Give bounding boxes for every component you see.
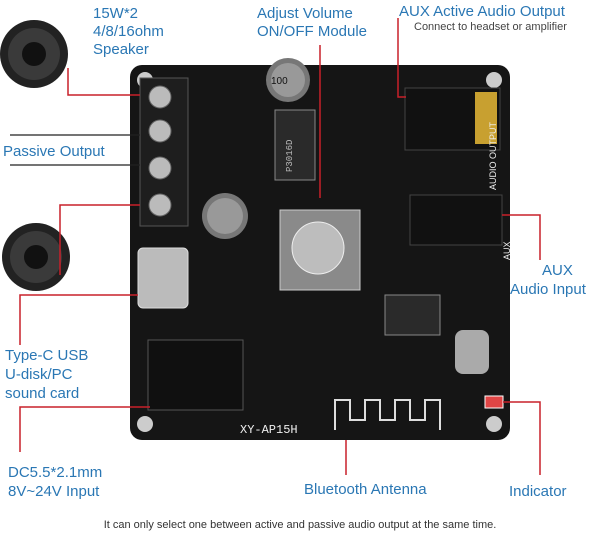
typec-line2: U-disk/PC [5,366,73,383]
aux-output-plug-ring [475,92,497,144]
dc-line2: 8V~24V Input [8,483,100,500]
capacitor-mid [202,193,248,239]
chip-label: P3016D [285,140,295,172]
cap-top-text: 100 [271,76,288,87]
typec-line3: sound card [5,385,80,402]
typec-port [137,247,189,309]
aux-in-line2: Audio Input [510,281,586,298]
aux-active-title: AUX Active Audio Output [399,3,565,20]
crystal [455,330,489,374]
speaker-line3: Speaker [93,41,149,58]
volume-line1: Adjust Volume [257,5,353,22]
antenna-trace [334,399,441,430]
board-model: XY-AP15H [240,423,298,437]
volume-line2: ON/OFF Module [257,23,368,40]
aux-input-jack [409,194,503,246]
speaker-top-icon [0,20,68,88]
amp-chip [274,109,316,181]
terminal-screws [148,85,172,217]
footer-note: It can only select one between active an… [103,519,497,531]
speaker-line1: 15W*2 [93,5,139,22]
indicator-led [484,395,504,409]
dc-jack [147,339,244,411]
capacitor-top [266,58,310,102]
dc-line1: DC5.5*2.1mm [8,464,103,481]
aux-silk: AUX [502,241,512,260]
aux-active-sub: Connect to headset or amplifier [414,21,567,33]
leader-lines [19,18,541,475]
volume-knob [291,221,345,275]
passive-output-lines [10,134,140,166]
bt-chip [384,294,441,336]
bluetooth-label: Bluetooth Antenna [304,481,427,498]
audio-output-silk: AUDIO OUTPUT [488,121,498,190]
aux-in-line1: AUX [542,262,573,279]
indicator-label: Indicator [509,483,567,500]
speaker-bottom-icon [2,223,70,291]
speaker-line2: 4/8/16ohm [93,23,164,40]
passive-output: Passive Output [3,143,105,160]
typec-line1: Type-C USB [5,347,89,364]
